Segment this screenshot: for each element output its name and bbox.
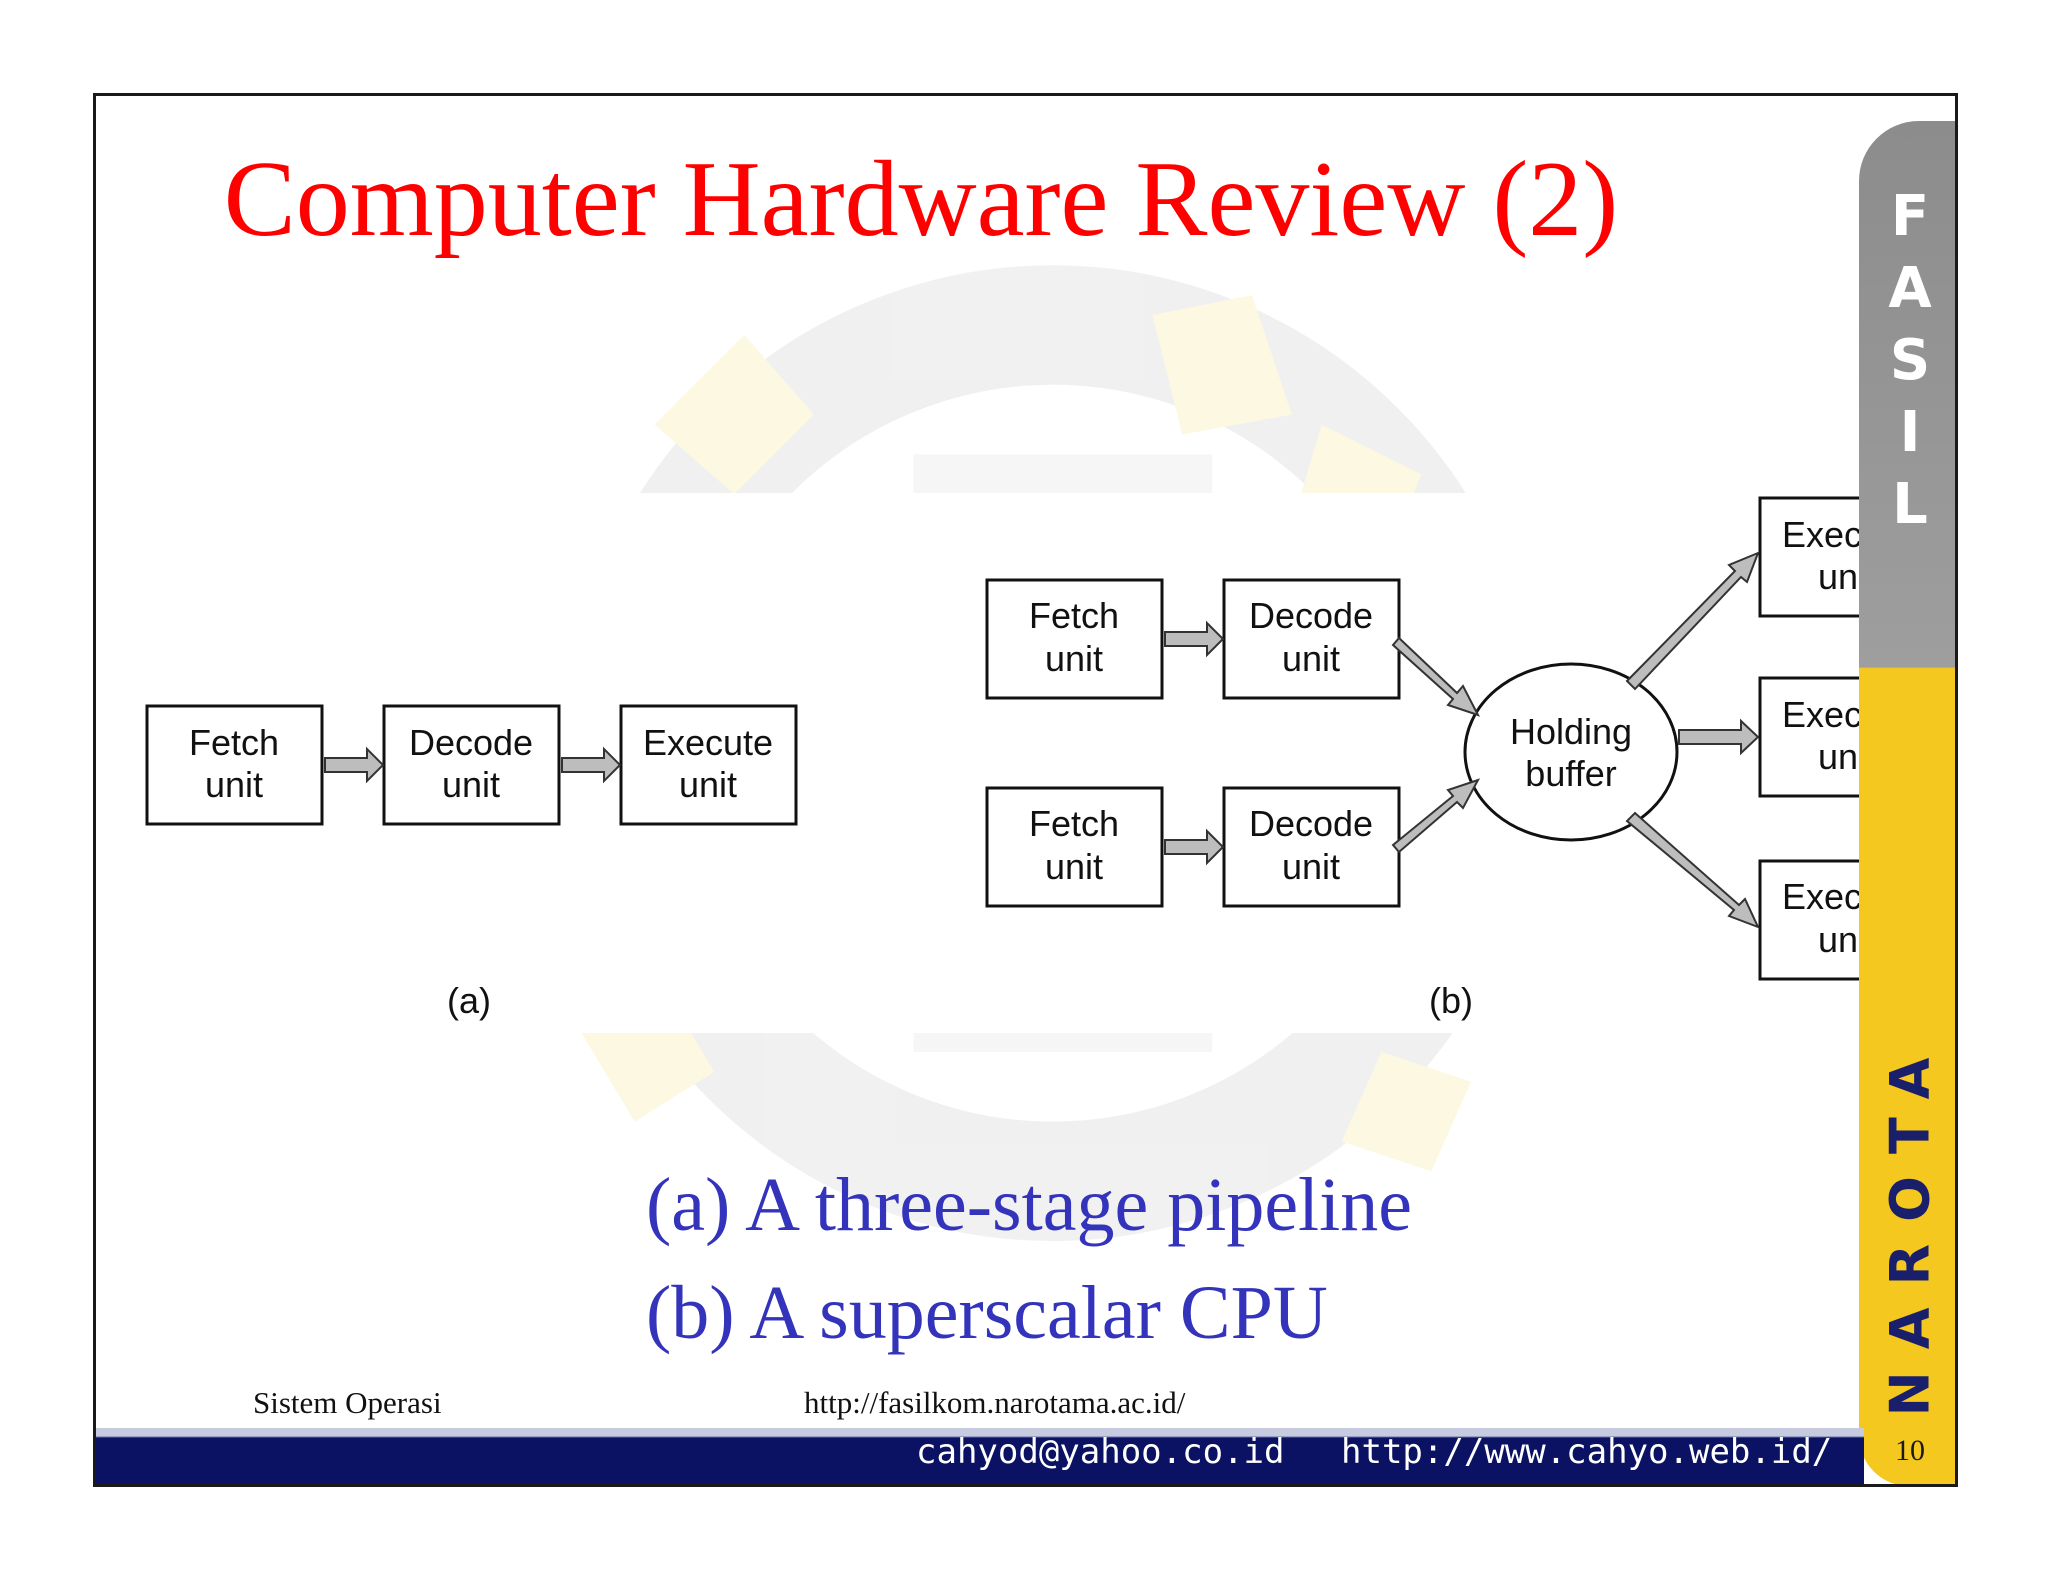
caption-line-1: (a) A three-stage pipeline	[646, 1163, 1413, 1247]
sidebar-letter: S	[1889, 328, 1931, 393]
sidebar-letter: L	[1892, 472, 1928, 537]
arrow-buffer-execute3	[1625, 811, 1760, 929]
arrow-buffer-execute1	[1625, 551, 1760, 691]
arrow-decode1-buffer	[1391, 636, 1481, 717]
decode-unit-1-label-2: unit	[1282, 638, 1340, 679]
label-b: (b)	[1429, 980, 1473, 1021]
diagram-a: Fetch unit Decode unit Execute unit (a)	[145, 704, 798, 1021]
execute-unit-label-1: Execute	[643, 722, 773, 763]
fetch-unit-1-label-1: Fetch	[1029, 595, 1119, 636]
holding-buffer	[1463, 662, 1679, 842]
decode-unit-1-label-1: Decode	[1249, 595, 1373, 636]
fetch-unit-1-label-2: unit	[1045, 638, 1103, 679]
arrow-buffer-execute2	[1678, 718, 1760, 756]
bottom-bar	[96, 1428, 1864, 1484]
sidebar-vertical-label: NAROTA	[1878, 1035, 1942, 1417]
diagram-b: Fetch unit Decode unit Fetch unit Decode…	[985, 496, 1937, 1021]
fetch-unit-2-label-2: unit	[1045, 846, 1103, 887]
fetch-unit-2-label-1: Fetch	[1029, 803, 1119, 844]
diagram-panel: Fetch unit Decode unit Execute unit (a)	[97, 493, 1937, 1033]
arrow-fetch2-decode2	[1164, 828, 1225, 866]
decode-unit-2-label-1: Decode	[1249, 803, 1373, 844]
fetch-unit-2-box	[985, 786, 1164, 908]
sidebar-bottom-text: NAROTA	[1859, 1026, 1955, 1426]
decode-unit-label-2: unit	[442, 764, 500, 805]
execute-unit-label-2: unit	[679, 764, 737, 805]
sidebar-letter: A	[1888, 256, 1932, 321]
footer-url-link[interactable]: http://www.cahyo.web.id/	[1341, 1432, 1833, 1472]
decode-unit-label-1: Decode	[409, 722, 533, 763]
arrow-fetch-decode	[324, 746, 385, 784]
footer-course: Sistem Operasi	[253, 1385, 442, 1420]
holding-buffer-label-1: Holding	[1510, 711, 1632, 752]
footer-email-link[interactable]: cahyod@yahoo.co.id	[916, 1432, 1285, 1472]
fetch-unit-1-box	[985, 578, 1164, 700]
holding-buffer-label-2: buffer	[1525, 753, 1616, 794]
fetch-unit-label-1: Fetch	[189, 722, 279, 763]
arrow-fetch1-decode1	[1164, 620, 1225, 658]
arrow-decode2-buffer	[1391, 778, 1481, 854]
caption-line-2: (b) A superscalar CPU	[646, 1271, 1328, 1355]
decode-unit-2-label-2: unit	[1282, 846, 1340, 887]
decode-unit-box	[382, 704, 561, 826]
page-title: Computer Hardware Review (2)	[223, 140, 1619, 259]
sidebar-letter: F	[1890, 184, 1930, 249]
caption: (a) A three-stage pipeline (b) A supersc…	[646, 1151, 1412, 1367]
pipeline-diagram: Fetch unit Decode unit Execute unit (a)	[145, 496, 1937, 1021]
sidebar-top-text: F A S I L	[1859, 181, 1955, 541]
fetch-unit-box	[145, 704, 324, 826]
fetch-unit-label-2: unit	[205, 764, 263, 805]
slide: Computer Hardware Review (2) Fetch unit …	[93, 93, 1958, 1487]
arrow-decode-execute	[561, 746, 622, 784]
execute-unit-box	[619, 704, 798, 826]
sidebar-letter: I	[1899, 400, 1921, 465]
label-a: (a)	[447, 980, 491, 1021]
footer-site-link[interactable]: http://fasilkom.narotama.ac.id/	[804, 1385, 1186, 1420]
page-number: 10	[1895, 1434, 1925, 1467]
sidebar-brand: F A S I L NAROTA	[1859, 121, 1955, 1484]
